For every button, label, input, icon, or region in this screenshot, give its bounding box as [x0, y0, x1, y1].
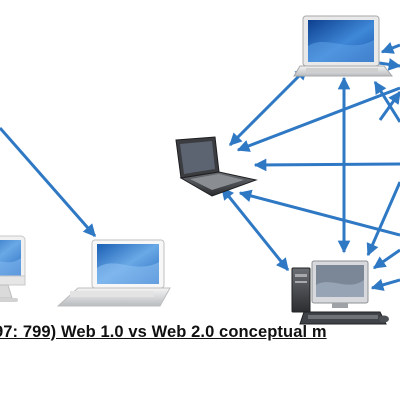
figure-caption: 97: 799) Web 1.0 vs Web 2.0 conceptual m	[0, 323, 327, 341]
arrow-right-6-desktop	[366, 181, 400, 257]
arrow-laptop-top-to-laptop-black	[228, 66, 309, 147]
arrow-right-10-up	[378, 90, 400, 121]
desktop-computer-icon	[291, 260, 389, 325]
arrow-laptop-black-to-desktop	[220, 187, 290, 271]
arrow-web1	[0, 127, 97, 237]
laptop-icon	[56, 239, 171, 307]
arrow-right-5-laptop-black	[238, 189, 400, 237]
arrow-right-8-desktop	[370, 278, 400, 291]
arrow-right-3-laptop-black	[236, 86, 400, 152]
arrow-right-1-laptop-top	[380, 42, 400, 54]
arrow-right-7-desktop	[372, 248, 400, 270]
arrow-right-2-laptop-top	[373, 80, 400, 123]
laptop-icon	[293, 15, 394, 77]
arrow-right-4-laptop-black	[253, 158, 400, 172]
web2-connections	[220, 42, 400, 291]
laptop-icon	[175, 136, 258, 197]
imac-icon	[0, 235, 26, 302]
